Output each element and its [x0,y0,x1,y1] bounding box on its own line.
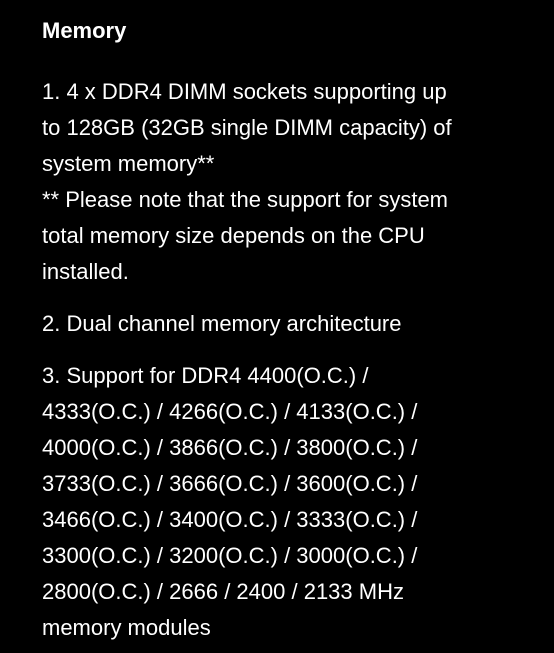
spec-line: 3. Support for DDR4 4400(O.C.) / [42,363,369,388]
spec-line: total memory size depends on the CPU [42,223,425,248]
spec-item-dual-channel: 2. Dual channel memory architecture [42,306,538,342]
spec-line: 2. Dual channel memory architecture [42,311,402,336]
spec-line: to 128GB (32GB single DIMM capacity) of [42,115,452,140]
spec-line: ** Please note that the support for syst… [42,187,449,212]
spec-line: memory modules [42,615,211,640]
memory-spec-panel: Memory 1. 4 x DDR4 DIMM sockets supporti… [42,14,538,653]
spec-line: system memory** [42,151,215,176]
section-title: Memory [42,18,127,43]
spec-line: 3466(O.C.) / 3400(O.C.) / 3333(O.C.) / [42,507,418,532]
spec-line: 4333(O.C.) / 4266(O.C.) / 4133(O.C.) / [42,399,418,424]
spec-item-supported-speeds: 3. Support for DDR4 4400(O.C.) / 4333(O.… [42,358,538,646]
spec-line: 2800(O.C.) / 2666 / 2400 / 2133 MHz [42,579,404,604]
spec-line: 3300(O.C.) / 3200(O.C.) / 3000(O.C.) / [42,543,418,568]
spec-line: 1. 4 x DDR4 DIMM sockets supporting up [42,79,447,104]
spec-line: 4000(O.C.) / 3866(O.C.) / 3800(O.C.) / [42,435,418,460]
spec-line: installed. [42,259,129,284]
spec-line: 3733(O.C.) / 3666(O.C.) / 3600(O.C.) / [42,471,418,496]
spec-item-sockets: 1. 4 x DDR4 DIMM sockets supporting up t… [42,74,538,290]
